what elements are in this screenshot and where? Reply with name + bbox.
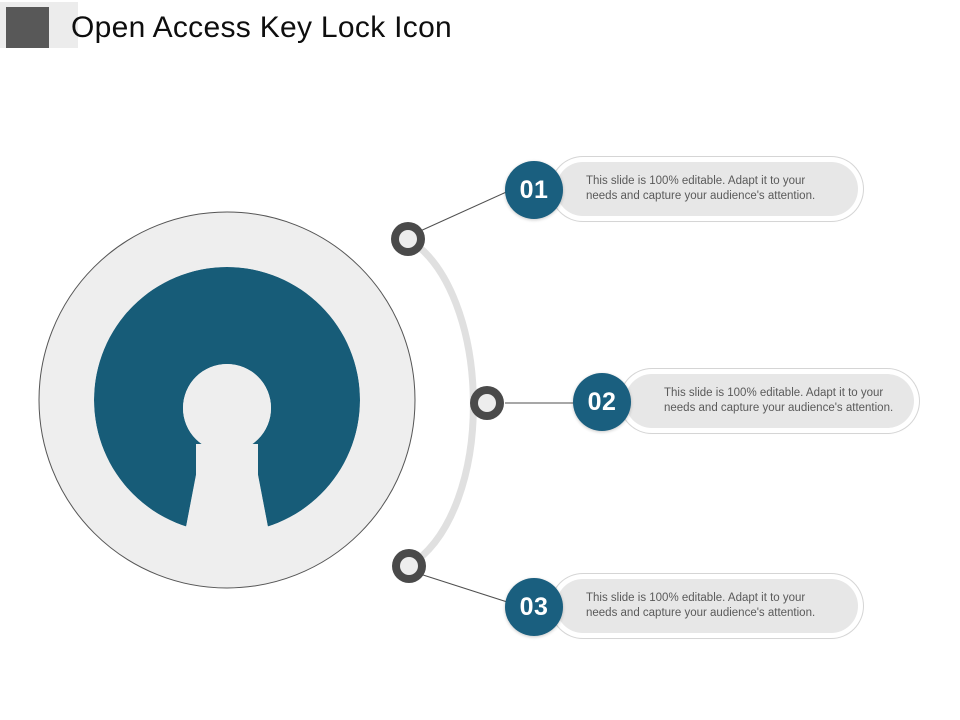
page-title: Open Access Key Lock Icon [71, 11, 453, 44]
content-text-01: This slide is 100% editable. Adapt it to… [586, 175, 816, 202]
connector-node-03[interactable] [392, 549, 426, 583]
step-badge-01[interactable]: 01 [505, 161, 563, 219]
step-badge-03[interactable]: 03 [505, 578, 563, 636]
content-pill-01[interactable]: This slide is 100% editable. Adapt it to… [556, 162, 858, 216]
open-access-key-lock-mark [94, 267, 360, 548]
content-pill-02[interactable]: This slide is 100% editable. Adapt it to… [625, 374, 914, 428]
step-badge-02[interactable]: 02 [573, 373, 631, 431]
connector-node-02[interactable] [470, 386, 504, 420]
content-pill-03[interactable]: This slide is 100% editable. Adapt it to… [556, 579, 858, 633]
content-text-03: This slide is 100% editable. Adapt it to… [586, 592, 816, 619]
square-marker-icon [6, 7, 49, 48]
content-text-02: This slide is 100% editable. Adapt it to… [664, 387, 894, 414]
connector-node-01[interactable] [391, 222, 425, 256]
connector-arc [404, 235, 477, 570]
